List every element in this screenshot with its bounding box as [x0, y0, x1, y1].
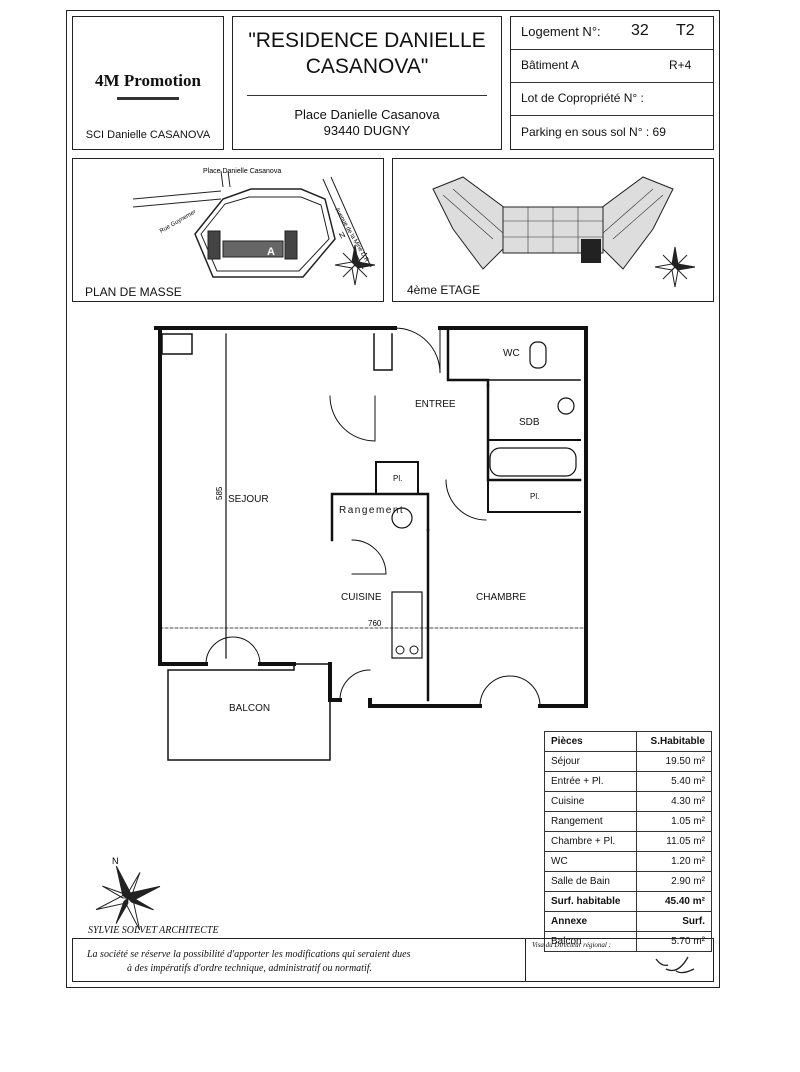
total-label: Surf. habitable	[544, 891, 637, 912]
plan-de-masse-label: PLAN DE MASSE	[85, 285, 182, 299]
balcon-value: 5.70 m²	[635, 931, 713, 952]
table-row: Balcon 5.70 m²	[544, 931, 713, 952]
sci-name: SCI Danielle CASANOVA	[85, 129, 211, 141]
table-row: Chambre + Pl.11.05 m²	[544, 831, 713, 852]
info-row-lot: Lot de Copropriété N° :	[511, 82, 713, 116]
company-box: 4M Promotion SCI Danielle CASANOVA	[72, 16, 224, 150]
room-cuisine: CUISINE	[341, 592, 382, 603]
site-place-label: Place Danielle Casanova	[203, 168, 281, 175]
logement-type: T2	[676, 22, 695, 39]
visa-box: Visa du Directeur régional :	[525, 939, 714, 981]
annexe-header: Surf.	[635, 911, 713, 932]
residence-address-1: Place Danielle Casanova	[294, 107, 440, 122]
visa-label: Visa du Directeur régional :	[532, 941, 611, 949]
info-row-parking: Parking en sous sol N° : 69	[511, 115, 713, 149]
sheet-frame	[66, 10, 720, 988]
room-balcon: BALCON	[229, 703, 271, 714]
room-sdb: SDB	[519, 417, 540, 428]
site-rue-label: Rue Guynemer	[159, 209, 197, 235]
visa-signature	[655, 956, 695, 974]
level-label: R+4	[669, 58, 692, 72]
floor-key-plan	[432, 176, 696, 288]
table-header-pieces: Pièces	[544, 731, 637, 752]
disclaimer-line-1: La société se réserve la possibilité d'a…	[87, 949, 411, 960]
room-sejour: SEJOUR	[228, 494, 269, 505]
company-name: 4M Promotion	[95, 71, 201, 90]
north-label: N	[112, 856, 119, 866]
logement-number: 32	[631, 22, 649, 39]
room-placard-1: Pl.	[393, 474, 403, 483]
footer-box: La société se réserve la possibilité d'a…	[72, 938, 714, 982]
room-wc: WC	[503, 348, 520, 359]
room-entree: ENTREE	[415, 399, 456, 410]
info-row-batiment: Bâtiment A R+4	[511, 49, 713, 83]
site-compass-icon	[334, 244, 376, 286]
etage-label: 4ème ETAGE	[407, 283, 481, 297]
site-plan-drawing: Place Danielle Casanova Rue Guynemer Ave…	[132, 168, 376, 286]
etage-plan-box: 4ème ETAGE	[392, 158, 714, 302]
table-annexe-header: Annexe Surf.	[544, 911, 713, 932]
room-rangement: Rangement	[339, 505, 405, 516]
batiment-label: Bâtiment A	[521, 58, 580, 72]
parking-label: Parking en sous sol N° : 69	[521, 125, 666, 139]
architect-name: SYLVIE SOLVET ARCHITECTE	[88, 925, 219, 936]
table-total-row: Surf. habitable 45.40 m²	[544, 891, 713, 912]
etage-compass-icon	[654, 246, 696, 288]
room-chambre: CHAMBRE	[476, 592, 527, 603]
residence-address-2: 93440 DUGNY	[323, 123, 411, 138]
apartment-highlight	[581, 239, 601, 263]
plan-de-masse-box: Place Danielle Casanova Rue Guynemer Ave…	[72, 158, 384, 302]
residence-divider	[247, 95, 487, 96]
table-row: Entrée + Pl.5.40 m²	[544, 771, 713, 792]
info-row-logement: Logement N°: 32 T2	[511, 17, 713, 50]
annexe-label: Annexe	[544, 911, 637, 932]
lot-label: Lot de Copropriété N° :	[521, 91, 644, 105]
info-box: Logement N°: 32 T2 Bâtiment A R+4 Lot de…	[510, 16, 714, 150]
residence-title-1: "RESIDENCE DANIELLE	[248, 29, 486, 52]
table-header-surface: S.Habitable	[635, 731, 713, 752]
room-placard-2: Pl.	[530, 492, 540, 501]
site-building-label: A	[267, 246, 275, 258]
north-compass-icon: N	[95, 856, 161, 931]
total-value: 45.40 m²	[635, 891, 713, 912]
site-compass-north: N	[338, 230, 348, 241]
company-logo-rule	[117, 97, 179, 100]
residence-box: "RESIDENCE DANIELLE CASANOVA" Place Dani…	[232, 16, 502, 150]
residence-title-2: CASANOVA"	[305, 55, 429, 78]
disclaimer-line-2: à des impératifs d'ordre technique, admi…	[127, 963, 372, 974]
logement-label: Logement N°:	[521, 24, 601, 39]
